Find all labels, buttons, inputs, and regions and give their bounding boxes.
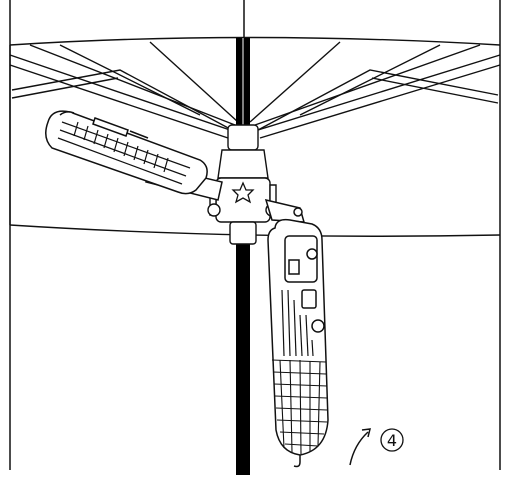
umbrella-pole [236,38,250,475]
heater-left-grille [57,121,191,185]
heater-right-grille [271,359,328,455]
heater-right-vents [281,289,314,357]
star-knob-icon[interactable] [231,181,255,204]
callout-number: 4 [387,431,397,450]
heater-left [45,110,223,201]
curved-arrow-up-right-icon [349,431,369,466]
callout-circle [380,428,404,452]
callout: 4 [349,428,404,466]
mounting-hub [207,124,279,245]
heater-right [264,198,329,468]
